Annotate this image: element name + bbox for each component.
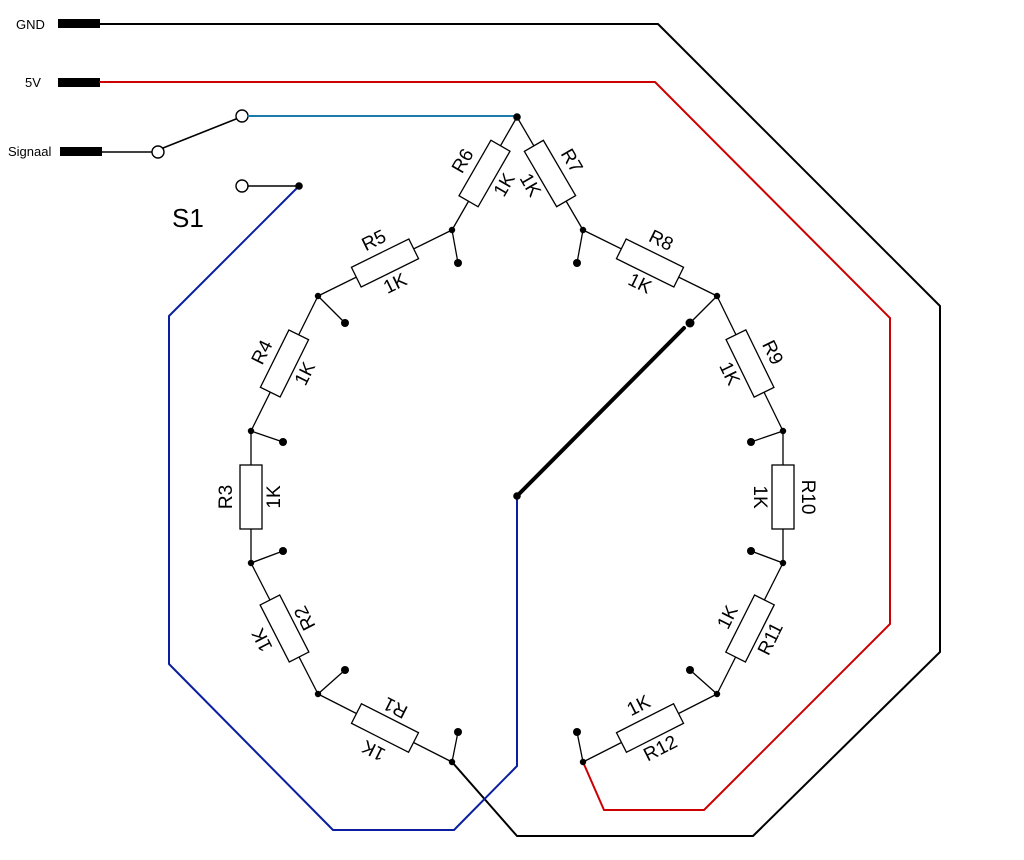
resistor-body [725,329,775,398]
switch-junction [295,182,303,190]
tap-lead [317,669,346,695]
tap-contact [454,259,462,267]
tap-lead [576,731,584,763]
wire-gnd [99,23,941,837]
port-5v-label: 5V [25,75,41,90]
tap-contact [686,666,694,674]
selector-arm [515,326,686,498]
resistor-name: R10 [797,480,818,515]
resistor-body [615,702,685,754]
tap-lead [689,669,718,695]
tap-contact [573,259,581,267]
resistor-body [350,238,420,288]
port-5v: 5V [25,75,100,90]
resistor-body [724,594,776,663]
tap-lead [750,550,784,564]
port-signal-connector [60,147,102,156]
tap-lead [750,430,784,443]
port-signal: Signaal [8,144,102,159]
tap-contact [279,438,287,446]
selector-pivot [513,492,521,500]
port-gnd-label: GND [16,17,45,32]
switch-terminal-b [235,179,249,193]
resistor-r10: R10 1K [749,431,818,563]
tap-lead [689,295,718,324]
selector-tip [685,318,695,328]
resistor-body [239,464,263,530]
tap-lead [250,550,284,564]
wire-5v [99,81,891,811]
switch-s1: S1 [101,109,300,233]
tap-contact [573,728,581,736]
signal-junction [513,113,521,121]
tap-lead [317,295,346,324]
port-gnd: GND [16,17,100,32]
wire-wiper [168,185,518,831]
switch-label: S1 [172,203,204,233]
resistor-body [350,702,420,754]
switch-common-terminal [151,145,165,159]
tap-contact [747,547,755,555]
tap-lead [451,731,459,763]
tap-contact [454,728,462,736]
resistor-body [259,594,310,663]
resistor-body [771,464,795,530]
tap-lead [250,430,284,443]
resistor-value: 1K [264,485,285,509]
resistor-body [458,139,511,208]
tap-lead [576,229,584,264]
port-5v-connector [58,78,100,87]
switch-lever [162,118,237,149]
port-gnd-connector [58,19,100,28]
tap-contact [747,438,755,446]
tap-contact [279,547,287,555]
resistor-body [523,139,577,208]
resistor-value: 1K [749,485,770,509]
resistor-body [259,329,310,398]
tap-contact [341,319,349,327]
resistor-r3: R3 1K [216,431,285,563]
resistor-name: R3 [216,485,237,509]
switch-terminal-a [235,109,249,123]
tap-contact [341,666,349,674]
resistor-body [615,238,685,288]
tap-lead [451,229,459,264]
port-signal-label: Signaal [8,144,51,159]
